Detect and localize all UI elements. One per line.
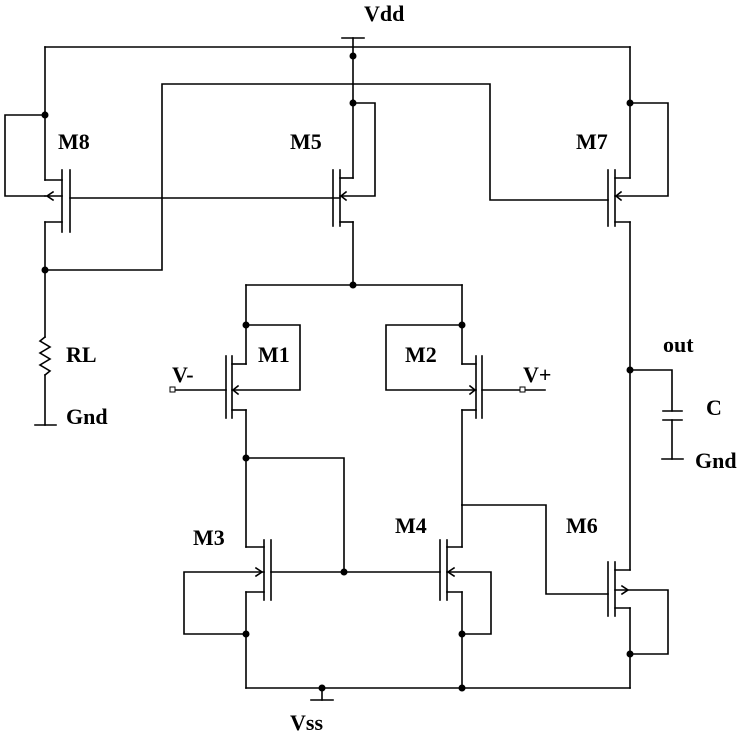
transistor-m6 (461, 221, 669, 689)
label-gnd-right: Gnd (695, 448, 737, 473)
label-v-minus: V- (172, 362, 194, 387)
diff-pair-bus (245, 284, 463, 326)
label-rl: RL (66, 342, 97, 367)
bias-wire (44, 83, 609, 271)
label-m7: M7 (576, 129, 608, 154)
vss-rail (245, 687, 631, 701)
transistor-m8 (4, 111, 341, 271)
label-vss: Vss (290, 710, 323, 735)
label-vdd: Vdd (364, 1, 404, 26)
label-v-plus: V+ (523, 362, 551, 387)
transistor-m1 (169, 324, 301, 459)
label-out: out (663, 332, 694, 357)
transistor-m7 (607, 101, 669, 227)
transistor-m3 (183, 457, 441, 689)
transistor-m2 (385, 324, 546, 506)
transistor-m5 (332, 99, 376, 286)
label-m8: M8 (58, 129, 90, 154)
label-m6: M6 (566, 513, 598, 538)
label-m3: M3 (193, 525, 225, 550)
label-m4: M4 (395, 513, 427, 538)
label-c: C (706, 395, 722, 420)
label-gnd-left: Gnd (66, 404, 108, 429)
vdd-rail (44, 37, 631, 113)
transistor-m4 (439, 504, 492, 689)
junction-dots (41, 52, 634, 692)
capacitor-c (629, 369, 684, 460)
label-m2: M2 (405, 342, 437, 367)
label-m5: M5 (290, 129, 322, 154)
resistor-rl (34, 269, 57, 426)
label-m1: M1 (258, 342, 290, 367)
